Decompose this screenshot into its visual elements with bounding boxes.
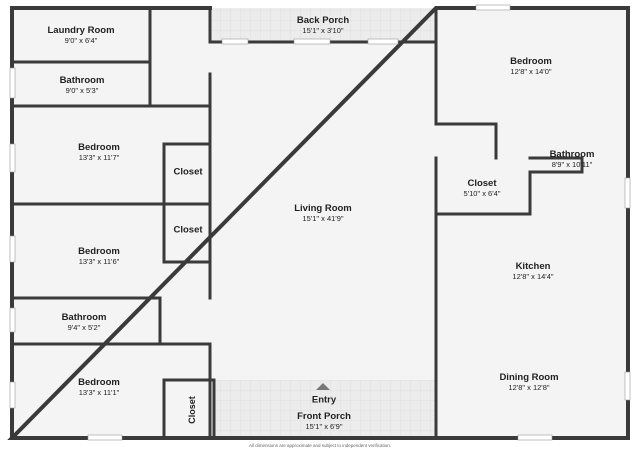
back-porch-dims: 15'1" x 3'10"	[302, 26, 344, 35]
laundry-room-label: Laundry Room 9'0" x 6'4"	[47, 25, 114, 45]
living-room-name: Living Room	[294, 203, 352, 214]
kitchen-label: Kitchen 12'8" x 14'4"	[512, 261, 553, 281]
bedroom-3-dims: 13'3" x 11'6"	[78, 257, 120, 266]
bedroom-4-dims: 13'3" x 11'1"	[78, 388, 120, 397]
bedroom-2-name: Bedroom	[78, 142, 120, 153]
closet-right-name: Closet	[467, 178, 497, 189]
floor-area	[12, 8, 628, 438]
closet-1-label: Closet	[173, 167, 202, 178]
bathroom-upper-left-name: Bathroom	[59, 75, 105, 86]
entry-name: Entry	[311, 394, 337, 406]
closet-3-label: Closet	[187, 396, 197, 424]
kitchen-name: Kitchen	[515, 261, 551, 272]
entry-arrow-icon	[316, 383, 330, 390]
bathroom-right-name: Bathroom	[549, 149, 595, 160]
closet-2-label: Closet	[173, 225, 202, 236]
bedroom-3-name: Bedroom	[78, 246, 120, 257]
living-room-label: Living Room 15'1" x 41'9"	[294, 203, 352, 223]
back-porch-name: Back Porch	[296, 15, 350, 26]
closet-2-name: Closet	[173, 224, 203, 236]
disclaimer-text: All dimensions are approximate and subje…	[248, 443, 392, 448]
front-porch-name: Front Porch	[297, 411, 351, 422]
back-porch-label: Back Porch 15'1" x 3'10"	[297, 15, 349, 35]
laundry-room-dims: 9'0" x 6'4"	[64, 36, 98, 45]
dining-room-dims: 12'8" x 12'8"	[508, 383, 550, 392]
bedroom-4-name: Bedroom	[78, 377, 120, 388]
closet-right-dims: 5'10" x 6'4"	[463, 189, 501, 198]
front-porch-label: Front Porch 15'1" x 6'9"	[297, 411, 351, 431]
closet-1-name: Closet	[173, 166, 203, 178]
bedroom-2-dims: 13'3" x 11'7"	[78, 153, 120, 162]
bathroom-right-dims: 8'9" x 10'11"	[551, 160, 593, 169]
windows	[9, 4, 631, 441]
bathroom-lower-left-name: Bathroom	[61, 312, 107, 323]
dining-room-name: Dining Room	[499, 372, 559, 383]
kitchen-dims: 12'8" x 14'4"	[512, 272, 554, 281]
bathroom-upper-left-label: Bathroom 9'0" x 5'3"	[60, 75, 105, 95]
bedroom-3-label: Bedroom 13'3" x 11'6"	[78, 246, 120, 266]
closet-right-label: Closet 5'10" x 6'4"	[464, 178, 501, 198]
bathroom-lower-left-label: Bathroom 9'4" x 5'2"	[62, 312, 107, 332]
laundry-room-name: Laundry Room	[47, 25, 115, 36]
dining-room-label: Dining Room 12'8" x 12'8"	[499, 372, 558, 392]
bathroom-right-label: Bathroom 8'9" x 10'11"	[550, 149, 595, 169]
bathroom-upper-left-dims: 9'0" x 5'3"	[65, 86, 99, 95]
bedroom-top-right-label: Bedroom 12'8" x 14'0"	[510, 56, 552, 76]
bedroom-top-right-name: Bedroom	[510, 56, 552, 67]
entry-label: Entry	[312, 395, 336, 406]
bedroom-4-label: Bedroom 13'3" x 11'1"	[78, 377, 120, 397]
bedroom-2-label: Bedroom 13'3" x 11'7"	[78, 142, 120, 162]
living-room-dims: 15'1" x 41'9"	[302, 214, 344, 223]
back-porch-floor	[212, 8, 434, 42]
bedroom-top-right-dims: 12'8" x 14'0"	[510, 67, 552, 76]
front-porch-dims: 15'1" x 6'9"	[305, 422, 343, 431]
bathroom-lower-left-dims: 9'4" x 5'2"	[67, 323, 101, 332]
